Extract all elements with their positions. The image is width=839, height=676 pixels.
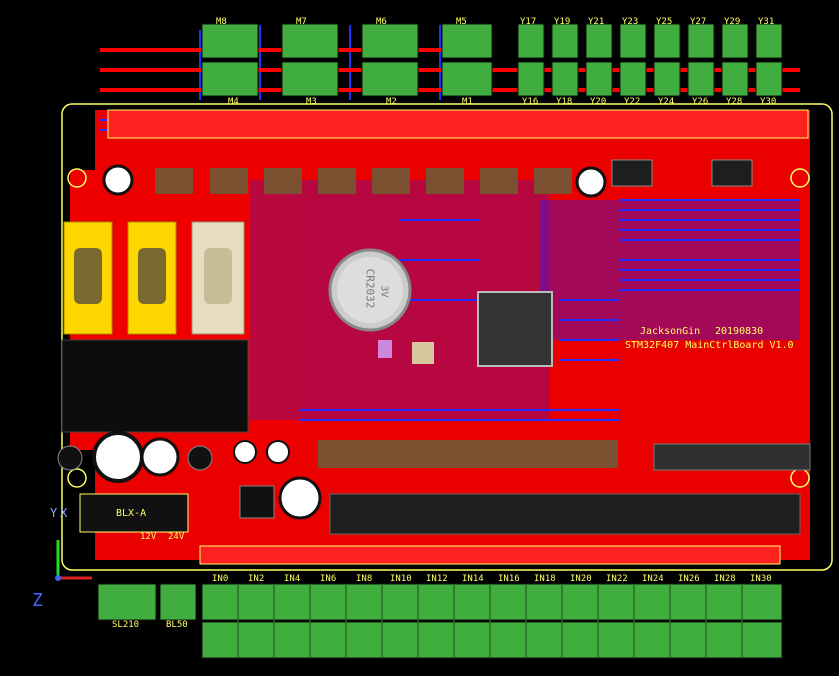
label-second-7: Y20 [590,97,607,107]
label-top-7: Y21 [588,17,605,27]
input-opto-row [318,440,618,468]
input-label-10: IN20 [570,574,592,584]
electrolytic-capacitors [57,164,607,520]
power-label-24v: 24V [168,532,185,542]
board-outline [61,103,833,571]
bottom-left-label-1: SL210 [112,620,140,630]
axis-y-label: Y [50,506,58,520]
blx-label: BLX-A [116,508,147,519]
label-top-8: Y23 [622,17,639,27]
bottom-pin-header [199,545,781,565]
board-title: STM32F407 MainCtrlBoard V1.0 [625,340,794,351]
label-top-2: M7 [296,17,307,27]
input-label-8: IN16 [498,574,520,584]
terminal-dividers [237,584,743,658]
axis-x-label: X [60,506,68,520]
label-top-1: M8 [216,17,227,27]
label-second-12: Y30 [760,97,777,107]
mcu-chip [477,291,553,367]
input-label-0: IN0 [212,574,229,584]
label-second-8: Y22 [624,97,641,107]
label-top-9: Y25 [656,17,673,27]
db9-connectors [63,221,245,335]
blx-module [79,493,189,533]
pin-header-row [107,109,809,139]
led [378,340,392,358]
power-label-12v: 12V [140,532,157,542]
label-second-6: Y18 [556,97,573,107]
bottom-left-label-2: BL50 [166,620,188,630]
input-label-11: IN22 [606,574,628,584]
input-label-1: IN2 [248,574,265,584]
battery-model: CR2032 [363,268,377,309]
input-label-15: IN30 [750,574,772,584]
input-label-4: IN8 [356,574,373,584]
label-second-2: M3 [306,97,317,107]
top-terminal-row [201,23,783,97]
label-second-4: M1 [462,97,473,107]
label-top-6: Y19 [554,17,571,27]
label-second-3: M2 [386,97,397,107]
input-label-14: IN28 [714,574,736,584]
power-module [61,339,249,433]
input-label-3: IN6 [320,574,337,584]
label-top-3: M6 [376,17,387,27]
label-top-10: Y27 [690,17,707,27]
label-second-10: Y26 [692,97,709,107]
label-top-5: Y17 [520,17,537,27]
input-label-6: IN12 [426,574,448,584]
driver-ics [611,159,753,187]
board-date: 20190830 [715,326,764,337]
input-label-5: IN10 [390,574,412,584]
label-top-11: Y29 [724,17,741,27]
label-second-11: Y28 [726,97,743,107]
optocoupler-row [155,168,572,194]
bottom-terminal-rows [97,583,783,659]
label-top-4: M5 [456,17,467,27]
battery-voltage: 3V [378,285,390,298]
input-label-13: IN26 [678,574,700,584]
input-label-2: IN4 [284,574,301,584]
input-label-9: IN18 [534,574,556,584]
label-second-5: Y16 [522,97,539,107]
input-label-7: IN14 [462,574,484,584]
axis-indicator [55,540,92,581]
input-label-12: IN24 [642,574,664,584]
resistor-arrays [329,493,801,535]
input-ics [653,443,811,471]
label-top-12: Y31 [758,17,775,27]
board-author: JacksonGin [640,326,701,337]
crystal [412,342,434,364]
axis-z-label: Z [32,590,43,611]
battery-holder [328,248,412,332]
label-second-1: M4 [228,97,239,107]
label-second-9: Y24 [658,97,675,107]
